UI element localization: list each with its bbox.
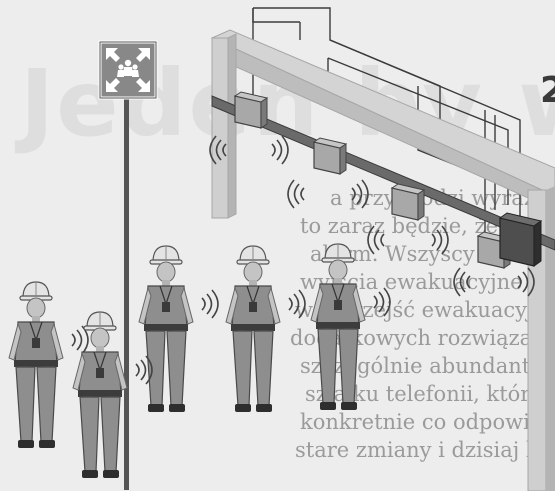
rfid-reader-3 (392, 184, 424, 220)
rfid-reader-1 (235, 92, 267, 128)
rfid-reader-2 (314, 138, 346, 174)
worker-3 (139, 246, 218, 412)
worker-2 (73, 312, 152, 478)
worker-1 (9, 282, 88, 448)
controller-box (500, 213, 541, 266)
worker-4 (226, 246, 305, 412)
worker-5 (311, 244, 390, 410)
